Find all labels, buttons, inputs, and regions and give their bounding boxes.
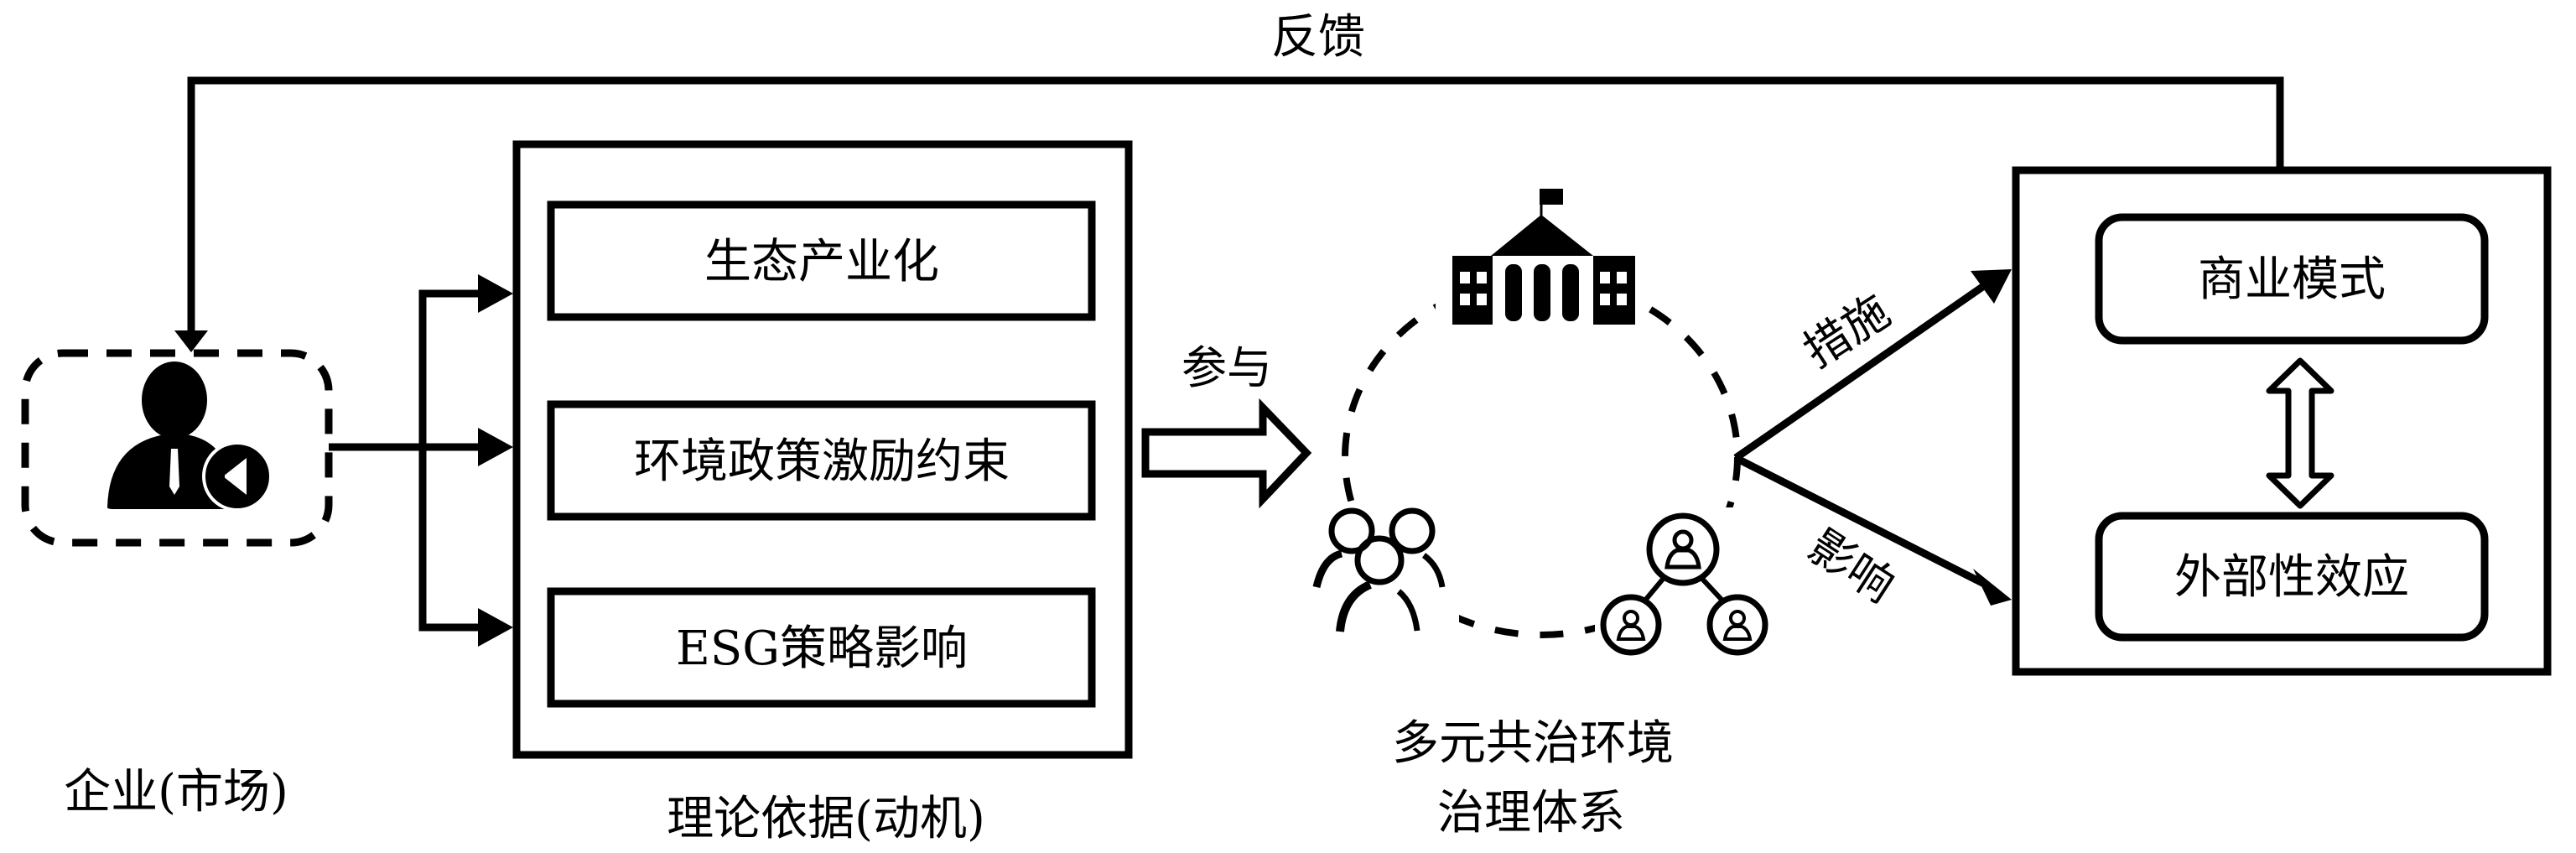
outcome-item-box: [2095, 512, 2489, 642]
feedback-loop: 反馈: [174, 10, 2284, 352]
arrowhead-icon: [478, 274, 513, 313]
theory-box-frame: [512, 140, 1133, 759]
participation-arrow: 参与: [1141, 341, 1312, 509]
governance-system: 多元共治环境 治理体系: [1308, 189, 1774, 840]
enterprise-dashed-box: [21, 349, 333, 547]
theory-item-label: 生态产业化: [704, 235, 939, 289]
outcomes-box-frame: [2012, 166, 2552, 676]
feedback-label: 反馈: [1271, 10, 1365, 65]
arrowhead-icon: [1973, 569, 2012, 606]
measures-label: 措施: [1794, 284, 1899, 378]
user-network-icon: [1595, 507, 1774, 667]
participation-label: 参与: [1182, 341, 1272, 394]
outcome-item-box: [2095, 213, 2489, 345]
branch-arrows: [329, 274, 513, 647]
businessman-icon: [107, 361, 273, 512]
outcome-item-label: 商业模式: [2198, 252, 2386, 307]
bidirectional-arrow-icon: [2266, 357, 2334, 509]
arrowhead-icon: [478, 608, 513, 647]
people-group-icon: [1308, 502, 1459, 644]
governance-caption-line1: 多元共治环境: [1392, 716, 1674, 771]
feedback-arrowhead-icon: [174, 330, 208, 352]
governance-caption-line2: 治理体系: [1437, 786, 1625, 840]
hollow-arrow-icon: [1141, 398, 1312, 509]
theory-box-caption: 理论依据(动机): [667, 792, 985, 846]
arrowhead-icon: [1971, 269, 2012, 304]
theory-item-label: ESG策略影响: [676, 622, 968, 676]
theory-item-box: [547, 400, 1096, 521]
feedback-line: [187, 76, 2284, 334]
government-building-icon: [1436, 189, 1647, 329]
outcome-arrows: 措施 影响: [1733, 269, 2012, 613]
enterprise-label: 企业(市场): [64, 765, 288, 819]
theory-box: 生态产业化 环境政策激励约束 ESG策略影响 理论依据(动机): [512, 140, 1133, 846]
theory-item-label: 环境政策激励约束: [634, 434, 1010, 489]
theory-item-box: [547, 200, 1096, 321]
outcomes-box: 商业模式 外部性效应: [2012, 166, 2552, 676]
theory-item-box: [547, 587, 1096, 708]
outcome-item-label: 外部性效应: [2174, 550, 2409, 605]
arrowhead-icon: [478, 428, 513, 466]
enterprise-node: 企业(市场): [21, 349, 333, 819]
